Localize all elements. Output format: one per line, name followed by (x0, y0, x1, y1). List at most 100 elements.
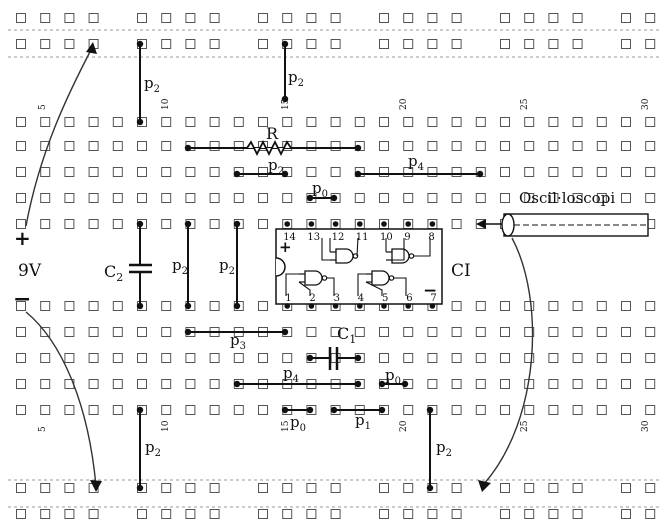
board-hole (16, 219, 26, 229)
board-hole (64, 193, 75, 203)
rail-hole (306, 509, 317, 519)
rail-hole (451, 13, 462, 23)
ic-pin-top-label: 14 (283, 232, 296, 243)
board-hole (354, 117, 365, 127)
board-hole (40, 167, 51, 177)
battery-minus-label: − (13, 286, 31, 312)
wire-label-letter: p (219, 256, 229, 274)
board-hole (475, 301, 486, 311)
rail-hole (16, 483, 26, 493)
wire-end-dot (136, 484, 144, 492)
board-hole (548, 117, 559, 127)
board-hole (161, 167, 172, 177)
board-hole (645, 301, 656, 311)
board-hole (64, 167, 75, 177)
board-hole (379, 167, 389, 177)
ic-internal-trace (356, 237, 359, 257)
wire-label-letter: p (145, 438, 155, 456)
wire-label-letter: p (355, 411, 365, 429)
wire-label-letter: p (312, 179, 322, 197)
ic-plus-label: + (279, 238, 292, 256)
wire-end-dot (281, 170, 289, 178)
board-hole (451, 141, 462, 151)
wire-label: p3 (230, 331, 246, 352)
board-hole (572, 193, 583, 203)
capacitor-c1-letter: C (337, 324, 349, 343)
ic-pin-dot (405, 303, 412, 309)
wire-label-letter: p (268, 156, 278, 174)
rail-hole (379, 13, 389, 23)
board-hole (137, 379, 147, 389)
board-hole (40, 141, 51, 151)
board-hole (161, 353, 172, 363)
rail-hole (548, 13, 559, 23)
board-hole (64, 141, 75, 151)
rail-hole (621, 509, 631, 519)
board-hole (427, 117, 438, 127)
battery-plus-label: + (14, 226, 31, 250)
board-hole (161, 219, 172, 229)
board-hole (403, 141, 414, 151)
board-hole (40, 353, 51, 363)
board-hole (88, 193, 99, 203)
board-hole (64, 405, 75, 415)
wire-label: p0 (312, 179, 328, 200)
wire-label-letter: p (408, 152, 418, 170)
board-hole (548, 193, 559, 203)
board-hole (645, 379, 656, 389)
col-num-top-15: 15 (281, 98, 291, 110)
battery-positive-lead (25, 47, 93, 227)
ic-pin-top-label: 11 (356, 232, 369, 243)
rail-hole (64, 39, 75, 49)
rail-hole (185, 39, 196, 49)
wire-label-sub: 0 (300, 423, 306, 434)
wire-label-sub: 2 (182, 266, 188, 277)
board-hole (330, 117, 341, 127)
ic-pin-dot (308, 221, 315, 227)
rail-hole (451, 483, 462, 493)
ic-pin-bottom-label: 2 (309, 293, 315, 304)
wire-label: p2 (172, 256, 188, 277)
board-hole (185, 167, 196, 177)
board-hole (185, 193, 196, 203)
col-num-top-20: 20 (399, 98, 409, 110)
wire-end-dot (136, 40, 144, 48)
board-hole (354, 327, 365, 337)
rail-hole (548, 509, 559, 519)
board-hole (258, 301, 268, 311)
ic-pin-top-label: 8 (428, 232, 434, 243)
rail-hole (451, 509, 462, 519)
col-num-bottom-30: 30 (641, 420, 651, 432)
board-hole (572, 301, 583, 311)
board-hole (161, 405, 172, 415)
rail-hole (137, 13, 147, 23)
board-hole (621, 117, 631, 127)
wire-end-dot (281, 328, 289, 336)
wire-label-sub: 3 (240, 341, 246, 352)
board-hole (379, 117, 389, 127)
wire-end-dot (136, 220, 144, 228)
rail-hole (185, 483, 196, 493)
ic-pin-dot (405, 221, 412, 227)
rail-hole (88, 509, 99, 519)
wire-label: p0 (290, 413, 306, 434)
rail-hole (403, 13, 414, 23)
arrow-head-icon (86, 42, 97, 54)
ic-internal-trace (321, 238, 330, 261)
board-hole (16, 405, 26, 415)
ic-notch (275, 257, 286, 277)
board-hole (427, 353, 438, 363)
rail-hole (572, 483, 583, 493)
board-hole (596, 379, 607, 389)
wire-label: p2 (268, 156, 284, 177)
board-hole (258, 193, 268, 203)
board-hole (379, 353, 389, 363)
board-hole (451, 353, 462, 363)
board-hole (282, 117, 293, 127)
rail-hole (500, 39, 510, 49)
board-hole (524, 193, 535, 203)
rail-hole (645, 483, 656, 493)
wire-label-sub: 2 (446, 448, 452, 459)
board-hole (16, 117, 26, 127)
ic-pin-dot (381, 221, 387, 227)
